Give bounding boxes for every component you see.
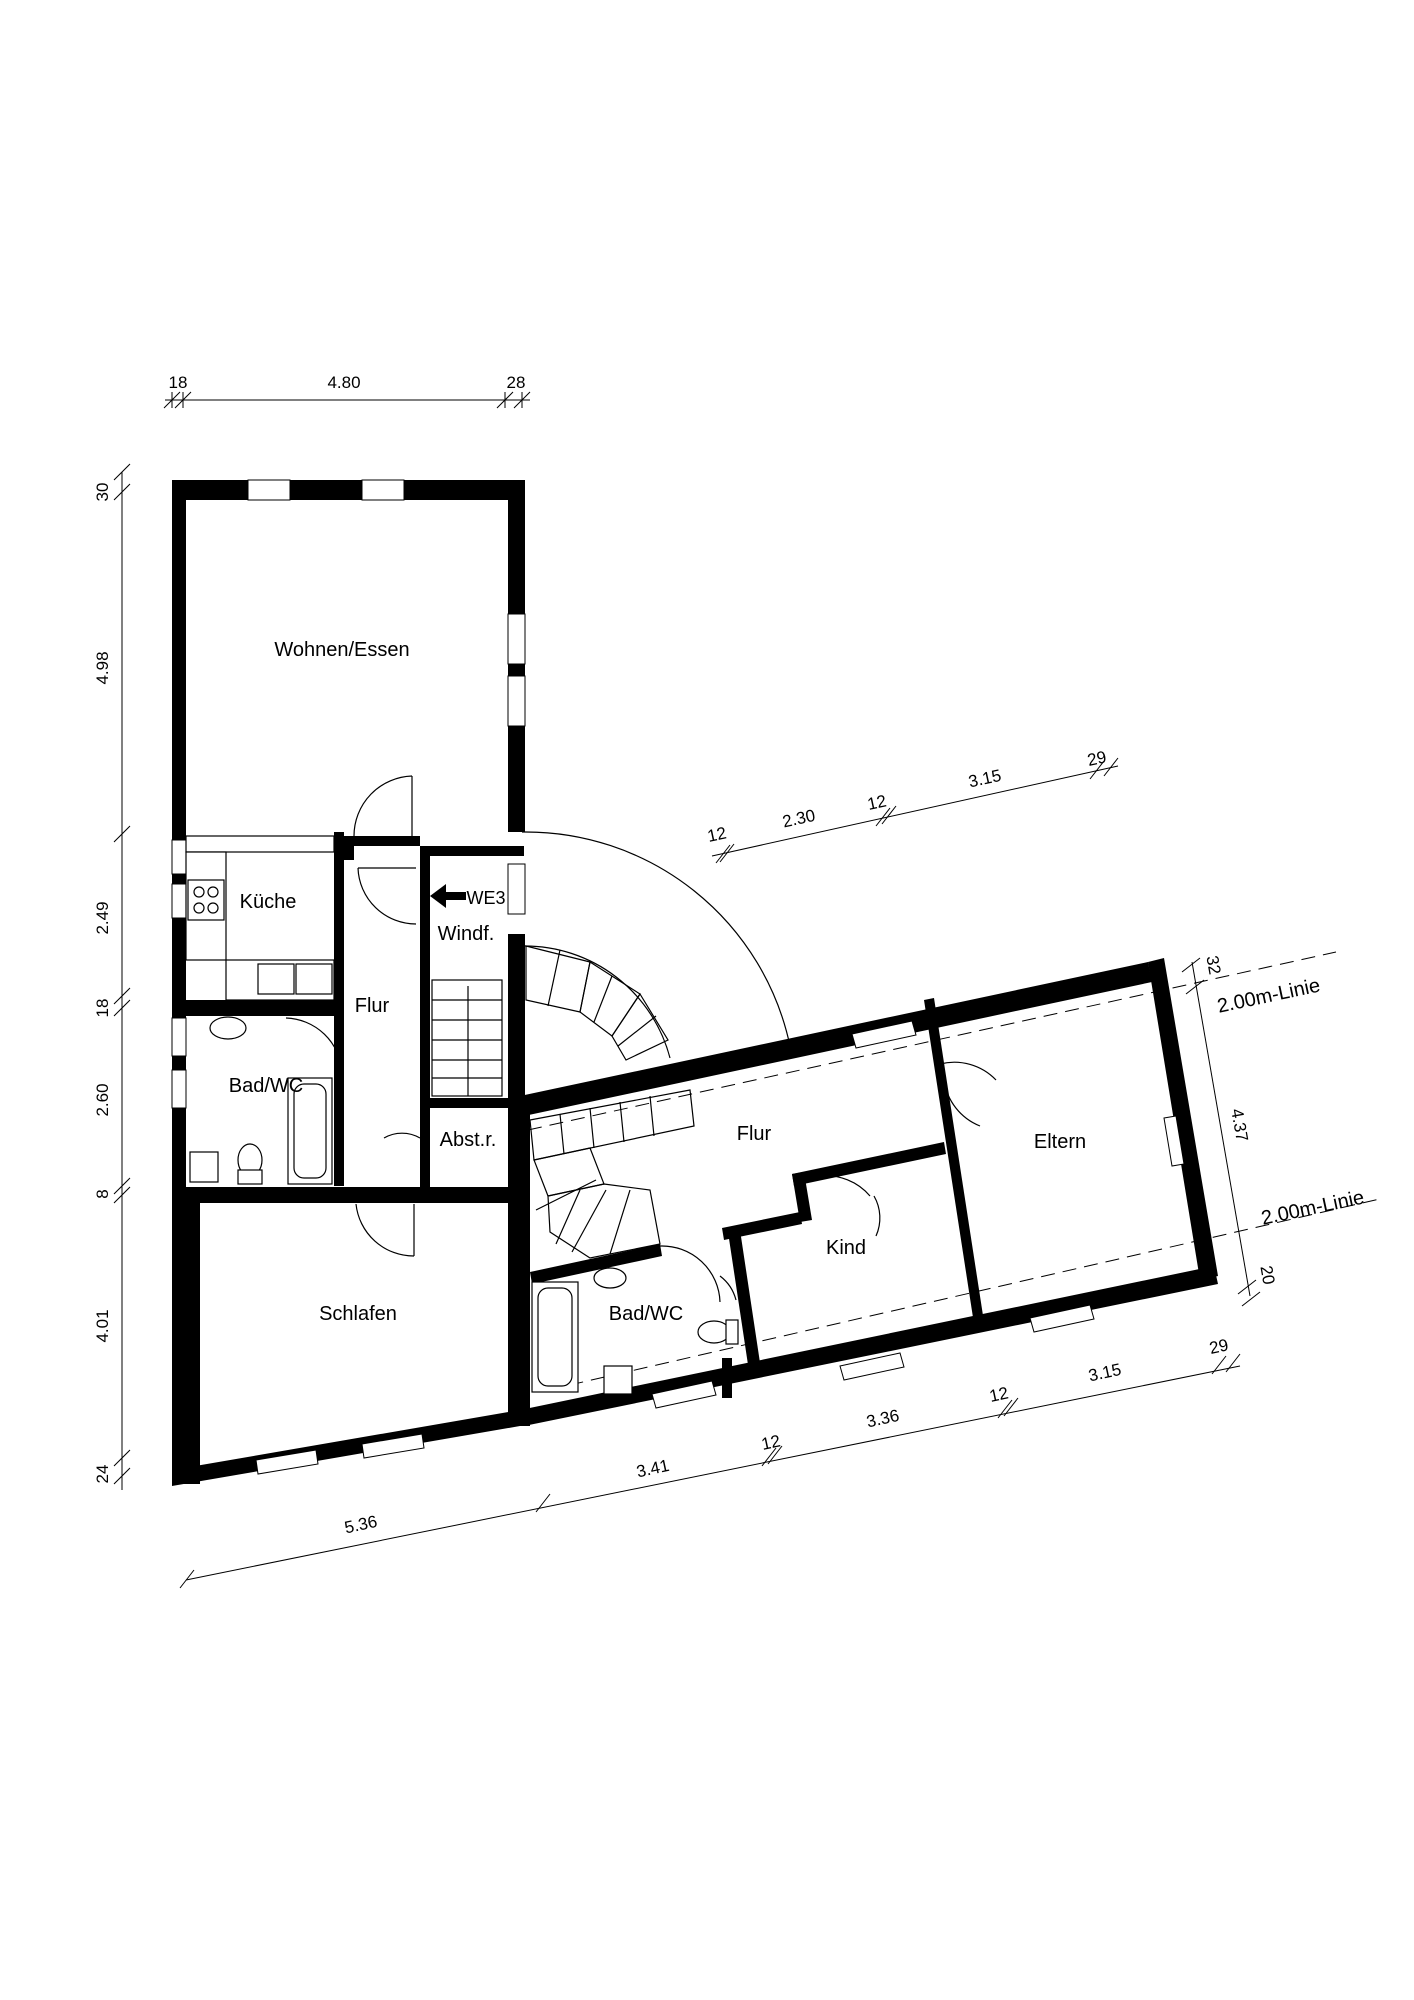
dim-diag-lower-336: 3.36 [865,1406,901,1431]
washbasin-right-icon [593,1267,627,1289]
room-flur-left: Flur [355,995,390,1017]
washbasin-icon [209,1016,247,1040]
room-wohnen-essen: Wohnen/Essen [274,639,409,661]
dim-left-8: 8 [93,1189,112,1198]
room-schlafen: Schlafen [319,1303,397,1325]
dim-diag-upper-29: 29 [1086,747,1108,770]
dim-left-249: 2.49 [93,901,112,934]
dim-left-498: 4.98 [93,651,112,684]
dimension-labels: 18 4.80 28 30 4.98 2.49 18 2.60 8 4.01 2… [93,373,1278,1537]
dim-top-28: 28 [507,373,526,392]
doors [285,775,997,1303]
dim-left-24: 24 [93,1465,112,1484]
dim-top-18: 18 [169,373,188,392]
room-kueche: Küche [240,891,297,913]
dim-diag-upper-12a: 12 [706,823,728,846]
room-labels: Wohnen/Essen Küche Flur WE3 Windf. Bad/W… [229,639,1086,1325]
dimension-lines [113,391,1261,1589]
right-building-walls [518,958,1218,1426]
stove-icon [187,879,225,921]
dim-diag-upper-230: 2.30 [781,806,817,831]
dim-left-18: 18 [93,999,112,1018]
entry-arrow-icon [430,884,466,908]
room-we3: WE3 [466,888,505,908]
dim-bottom-536: 5.36 [343,1512,379,1537]
room-bad-right: Bad/WC [609,1303,683,1325]
left-building-walls [172,480,525,1486]
dim-right-32: 32 [1202,954,1224,976]
dim-diag-upper-315: 3.15 [967,766,1003,791]
sink-icon [257,963,295,995]
dim-diag-lower-29: 29 [1208,1335,1230,1358]
dim-right-437: 4.37 [1227,1107,1251,1143]
stairs [431,945,695,1259]
stair-arc [521,831,791,1059]
room-flur-right: Flur [737,1123,772,1145]
room-eltern: Eltern [1034,1131,1086,1153]
fixtures [185,835,739,1395]
room-kind: Kind [826,1237,866,1259]
dim-left-260: 2.60 [93,1083,112,1116]
dim-diag-lower-12b: 12 [988,1383,1010,1406]
dim-left-401: 4.01 [93,1309,112,1342]
room-windf: Windf. [438,923,495,945]
linie-lower-label: 2.00m-Linie [1259,1187,1366,1230]
dim-left-30: 30 [93,483,112,502]
dim-top-480: 4.80 [327,373,360,392]
room-bad-left: Bad/WC [229,1075,303,1097]
dim-diag-upper-12b: 12 [866,791,888,814]
dim-diag-lower-12a: 12 [760,1431,782,1454]
dim-right-20: 20 [1256,1264,1278,1286]
dim-diag-lower-341: 3.41 [635,1456,671,1481]
room-abstr: Abst.r. [440,1129,497,1151]
linie-upper-label: 2.00m-Linie [1215,975,1322,1018]
toilet-right-icon [697,1320,731,1344]
windows [171,479,1185,1475]
dim-diag-lower-315: 3.15 [1087,1360,1123,1385]
